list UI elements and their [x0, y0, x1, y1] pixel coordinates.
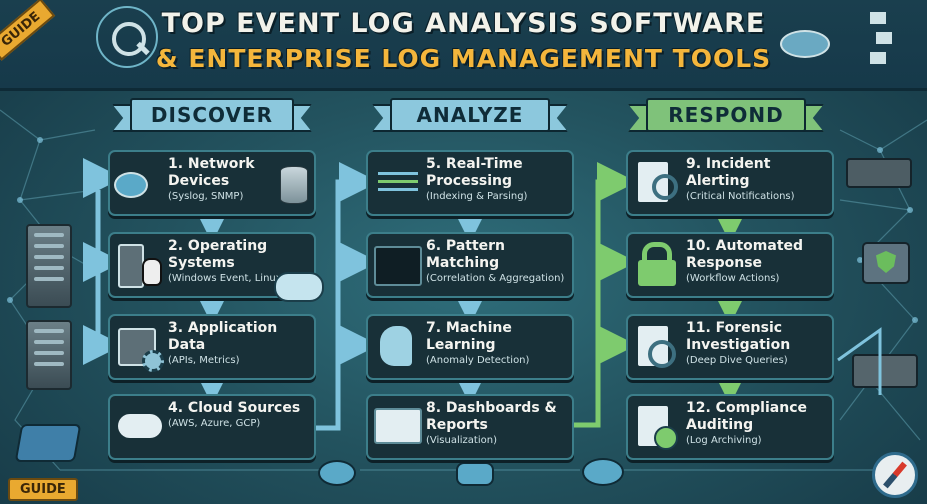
data-stream-icon	[372, 158, 424, 208]
step-card-incident-alerting: 9. Incident Alerting (Critical Notificat…	[626, 150, 834, 216]
appliance-icon	[846, 158, 912, 188]
router-node-icon	[456, 462, 494, 486]
step-12-title: 12. Compliance Auditing	[686, 400, 807, 433]
banner-analyze: ANALYZE	[372, 98, 568, 132]
step-card-compliance-auditing: 12. Compliance Auditing (Log Archiving)	[626, 394, 834, 460]
router-node-icon	[318, 460, 356, 486]
step-1-subtitle: (Syslog, SNMP)	[168, 191, 244, 202]
step-11-subtitle: (Deep Dive Queries)	[686, 355, 788, 366]
ai-head-icon	[372, 322, 424, 372]
app-gear-icon	[114, 322, 166, 372]
step-8-subtitle: (Visualization)	[426, 435, 497, 446]
step-card-application-data: 3. Application Data (APIs, Metrics)	[108, 314, 316, 380]
step-card-cloud-sources: 4. Cloud Sources (AWS, Azure, GCP)	[108, 394, 316, 460]
alert-search-icon	[632, 158, 684, 208]
step-card-dashboards-reports: 8. Dashboards & Reports (Visualization)	[366, 394, 574, 460]
compass-icon	[872, 452, 918, 498]
banner-respond: RESPOND	[628, 98, 824, 132]
step-card-forensic-investigation: 11. Forensic Investigation (Deep Dive Qu…	[626, 314, 834, 380]
step-11-title: 11. Forensic Investigation	[686, 320, 791, 353]
dashboard-icon	[372, 402, 424, 452]
step-12-subtitle: (Log Archiving)	[686, 435, 762, 446]
endpoint-devices-icon	[848, 8, 910, 78]
step-4-title: 4. Cloud Sources	[168, 400, 301, 416]
shield-server-icon	[862, 242, 910, 284]
step-1-title: 1. Network Devices	[168, 156, 255, 189]
step-10-title: 10. Automated Response	[686, 238, 804, 271]
step-2-subtitle: (Windows Event, Linux Logs)	[168, 273, 312, 284]
step-card-network-devices: 1. Network Devices (Syslog, SNMP)	[108, 150, 316, 216]
step-6-title: 6. Pattern Matching	[426, 238, 506, 271]
compliance-document-icon	[632, 402, 684, 452]
step-card-real-time-processing: 5. Real-Time Processing (Indexing & Pars…	[366, 150, 574, 216]
router-device-icon	[852, 354, 918, 388]
step-7-title: 7. Machine Learning	[426, 320, 512, 353]
padlock-icon	[632, 240, 684, 290]
step-7-subtitle: (Anomaly Detection)	[426, 355, 530, 366]
title-line-1: TOP EVENT LOG ANALYSIS SOFTWARE	[161, 8, 766, 39]
cloud-sync-icon	[274, 272, 324, 302]
step-card-machine-learning: 7. Machine Learning (Anomaly Detection)	[366, 314, 574, 380]
step-3-subtitle: (APIs, Metrics)	[168, 355, 240, 366]
step-card-automated-response: 10. Automated Response (Workflow Actions…	[626, 232, 834, 298]
step-3-title: 3. Application Data	[168, 320, 278, 353]
router-node-icon	[582, 458, 624, 486]
step-card-pattern-matching: 6. Pattern Matching (Correlation & Aggre…	[366, 232, 574, 298]
step-9-title: 9. Incident Alerting	[686, 156, 771, 189]
header: TOP EVENT LOG ANALYSIS SOFTWARE & ENTERP…	[0, 0, 927, 91]
network-analysis-icon	[96, 6, 158, 68]
banner-respond-label: RESPOND	[646, 98, 806, 132]
banner-analyze-label: ANALYZE	[390, 98, 550, 132]
linux-server-icon	[114, 240, 166, 290]
step-8-title: 8. Dashboards & Reports	[426, 400, 557, 433]
step-5-subtitle: (Indexing & Parsing)	[426, 191, 528, 202]
server-rack-icon	[26, 320, 72, 390]
step-5-title: 5. Real-Time Processing	[426, 156, 523, 189]
step-10-subtitle: (Workflow Actions)	[686, 273, 780, 284]
step-4-subtitle: (AWS, Azure, GCP)	[168, 418, 261, 429]
log-magnifier-icon	[632, 322, 684, 372]
guide-ribbon-bottom: GUIDE	[8, 478, 78, 501]
database-icon	[280, 166, 308, 204]
step-6-subtitle: (Correlation & Aggregation)	[426, 273, 565, 284]
router-database-icon	[114, 158, 166, 208]
banner-discover-label: DISCOVER	[130, 98, 294, 132]
banner-discover: DISCOVER	[112, 98, 312, 132]
step-2-title: 2. Operating Systems	[168, 238, 268, 271]
cloud-icon	[114, 402, 166, 452]
step-9-subtitle: (Critical Notifications)	[686, 191, 795, 202]
code-search-icon	[372, 240, 424, 290]
title-line-2: & ENTERPRISE LOG MANAGEMENT TOOLS	[155, 44, 772, 73]
router-icon	[780, 30, 830, 58]
server-rack-icon	[26, 224, 72, 308]
